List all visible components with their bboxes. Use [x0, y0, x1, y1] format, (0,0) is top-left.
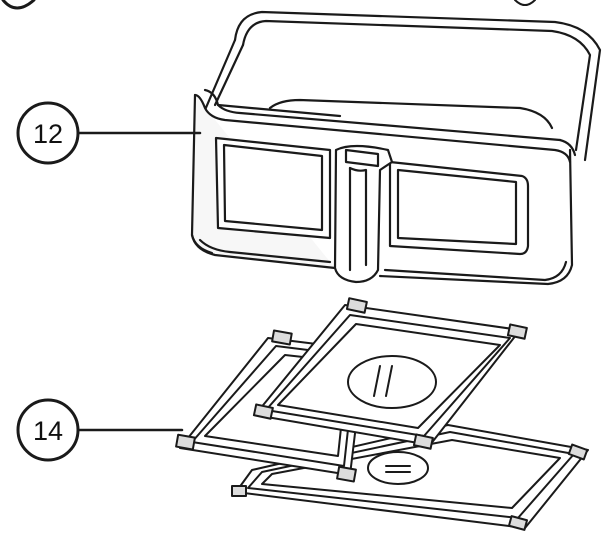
callout-12: 12: [16, 101, 202, 165]
crisper-plate-bottom: [231, 424, 589, 531]
callout-14: 14: [16, 398, 184, 462]
callout-12-label: 12: [33, 119, 63, 149]
callout-partial-top: [1, 0, 536, 10]
crisper-plate-icon: [175, 297, 589, 531]
crisper-plate-top: [252, 297, 528, 450]
callout-12-circle: [16, 101, 80, 165]
callout-14-circle: [16, 398, 80, 462]
callout-14-label: 14: [33, 416, 63, 446]
basket-drawer-icon: [190, 10, 602, 286]
